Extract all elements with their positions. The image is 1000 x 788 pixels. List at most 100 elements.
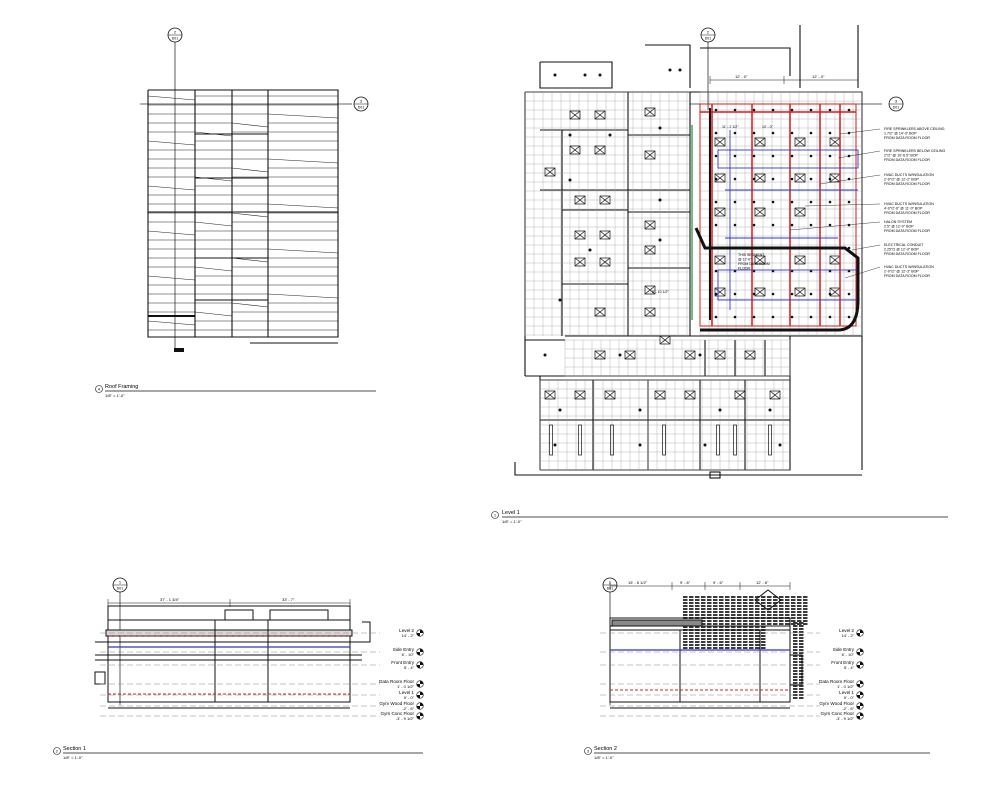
section1-view-number: 2 <box>56 749 59 754</box>
roof-outline <box>147 89 339 344</box>
level-marker[interactable] <box>856 712 864 720</box>
level1-tag-top-sheet: D01 <box>705 37 711 41</box>
level1-view-name: Level 1 <box>502 510 520 516</box>
section2-brick-wall <box>683 596 808 699</box>
plan-dim-2: 12' - 0" <box>812 74 825 79</box>
level-name: Side Entry <box>393 647 415 652</box>
section-2-view: 1 D01 15' - 6 1/2" 9' - 6" 9' - 6" 12' -… <box>584 577 930 760</box>
roof-framing-view: 2 D01 3 D01 4 R <box>95 27 376 398</box>
level1-section-tag-top[interactable]: 2 D01 <box>700 27 716 43</box>
level1-view-number: 1 <box>494 513 497 518</box>
section2-building <box>609 589 803 709</box>
level-marker[interactable] <box>416 648 424 656</box>
section2-view-number: 3 <box>587 749 590 754</box>
level-elevation: 14' - 2" <box>402 633 415 638</box>
level-marker[interactable] <box>856 648 864 656</box>
annotation-line: 2"/2" @ 10'-6.5" BOP <box>884 153 919 157</box>
level-marker[interactable] <box>856 629 864 637</box>
annotation-line: FROM DATA ROOM FLOOR <box>884 229 930 233</box>
level-name: Gym Wood Floor <box>819 701 854 706</box>
section1-tag-sheet: D01 <box>117 587 123 591</box>
level-name: Gym Conc Floor <box>821 711 855 716</box>
level1-grid-line <box>690 40 882 110</box>
section1-dim-2: 33' - 7" <box>282 597 295 602</box>
plan-room-dim-2: 10' - 0" <box>762 125 774 129</box>
level1-tag-top-number: 2 <box>707 30 710 35</box>
level-marker[interactable] <box>416 680 424 688</box>
level-elevation: 6' - 10" <box>402 652 415 657</box>
plan-dimensions <box>709 76 859 84</box>
level-marker[interactable] <box>416 629 424 637</box>
segment-note-line-4: FLOOR <box>738 267 751 271</box>
level-elevation: -2' - 6" <box>842 706 854 711</box>
annotation-line: HALON SYSTEM <box>884 220 912 224</box>
roof-tag-top-sheet: D01 <box>172 37 178 41</box>
level-marker[interactable] <box>416 691 424 699</box>
level-elevation: -3' - 9 1/2" <box>396 716 415 721</box>
level-elevation: 0' - 0" <box>404 695 415 700</box>
roof-view-number: 4 <box>98 387 101 392</box>
annotation-line: FROM DATA ROOM FLOOR <box>884 182 930 186</box>
annotation-line: FROM DATA ROOM FLOOR <box>884 211 930 215</box>
annotation-line: ELECTRICAL CONDUIT <box>884 243 924 247</box>
level-name: Data Room Floor <box>379 679 414 684</box>
segment-note-line-1: THIS SEGMENT <box>738 253 765 257</box>
level-marker[interactable] <box>416 661 424 669</box>
segment-note-line-2: @ 12'-0" <box>738 258 752 262</box>
roof-tag-top-number: 2 <box>174 30 177 35</box>
section2-dim-4: 12' - 6" <box>756 580 769 585</box>
level-elevation: 6' - 10" <box>842 652 855 657</box>
section2-dim-3: 9' - 6" <box>713 580 724 585</box>
level-marker[interactable] <box>856 702 864 710</box>
level1-ceiling-grid <box>524 91 863 471</box>
level-marker[interactable] <box>416 702 424 710</box>
section2-tag-number: 1 <box>609 580 612 585</box>
annotation-line: FROM DATA ROOM FLOOR <box>884 158 930 162</box>
annotation-leader <box>789 221 881 231</box>
level1-view-title: 1 Level 1 1/8" = 1'-0" <box>491 510 948 524</box>
annotation-leader <box>851 244 881 251</box>
level-name: Level 1 <box>399 690 414 695</box>
grid-dimension: 8' - 10 1/2" <box>652 290 669 294</box>
section1-building <box>94 605 371 709</box>
plan-room-dim-1: 11' - 2 1/2" <box>722 125 739 129</box>
section2-view-scale: 1/8" = 1'-0" <box>594 755 614 760</box>
level-elevation: -2' - 6" <box>402 706 414 711</box>
level-name: Front Entry <box>831 660 854 665</box>
level-marker[interactable] <box>856 691 864 699</box>
annotation-line: HVAC DUCTS W/INSULATION <box>884 265 934 269</box>
level-name: Gym Conc Floor <box>381 711 415 716</box>
roof-view-title: 4 Roof Framing 1/8" = 1'-0" <box>95 384 376 398</box>
section2-view-title: 3 Section 2 1/8" = 1'-0" <box>584 746 930 760</box>
roof-section-tag-top[interactable]: 2 D01 <box>167 27 183 43</box>
roof-section-tag-right[interactable]: 3 D01 <box>353 96 369 112</box>
grid-segment-note: THIS SEGMENT @ 12'-0" FROM DATA ROOM FLO… <box>738 253 770 271</box>
level-name: Level 1 <box>839 690 854 695</box>
plan-dim-1: 12' - 0" <box>735 74 748 79</box>
annotation-line: 2.5" @ 12'-0" BOP <box>884 224 914 228</box>
section-1-view: 1 D01 37' - 1 3/4" 33' - 7" <box>53 577 424 760</box>
level-name: Front Entry <box>391 660 414 665</box>
level-marker[interactable] <box>856 680 864 688</box>
roof-joists <box>147 95 339 331</box>
roof-tag-right-sheet: D01 <box>358 106 364 110</box>
level-marker[interactable] <box>856 661 864 669</box>
section2-dim-2: 9' - 6" <box>680 580 691 585</box>
annotation-line: 4'-0"/2'-6" @ 11'-0" BOP <box>884 206 923 210</box>
level-name: Data Room Floor <box>819 679 854 684</box>
annotation-line: HVAC DUCTS W/INSULATION <box>884 202 934 206</box>
level-elevation: 1' - 0 1/2" <box>837 684 854 689</box>
level1-sprinkler-heads <box>543 68 851 447</box>
annotation-line: 1.7/2" @ 14'-3" BOP <box>884 131 917 135</box>
level-marker[interactable] <box>416 712 424 720</box>
level1-tag-right-number: 3 <box>895 99 898 104</box>
level-elevation: 14' - 2" <box>842 633 855 638</box>
level-name: Level 2 <box>839 628 854 633</box>
section1-tag[interactable]: 1 D01 <box>112 577 128 593</box>
section2-view-name: Section 2 <box>594 746 617 752</box>
level-elevation: 5' - 4" <box>404 665 415 670</box>
level-name: Level 2 <box>399 628 414 633</box>
level1-section-tag-right[interactable]: 3 D01 <box>888 96 904 112</box>
